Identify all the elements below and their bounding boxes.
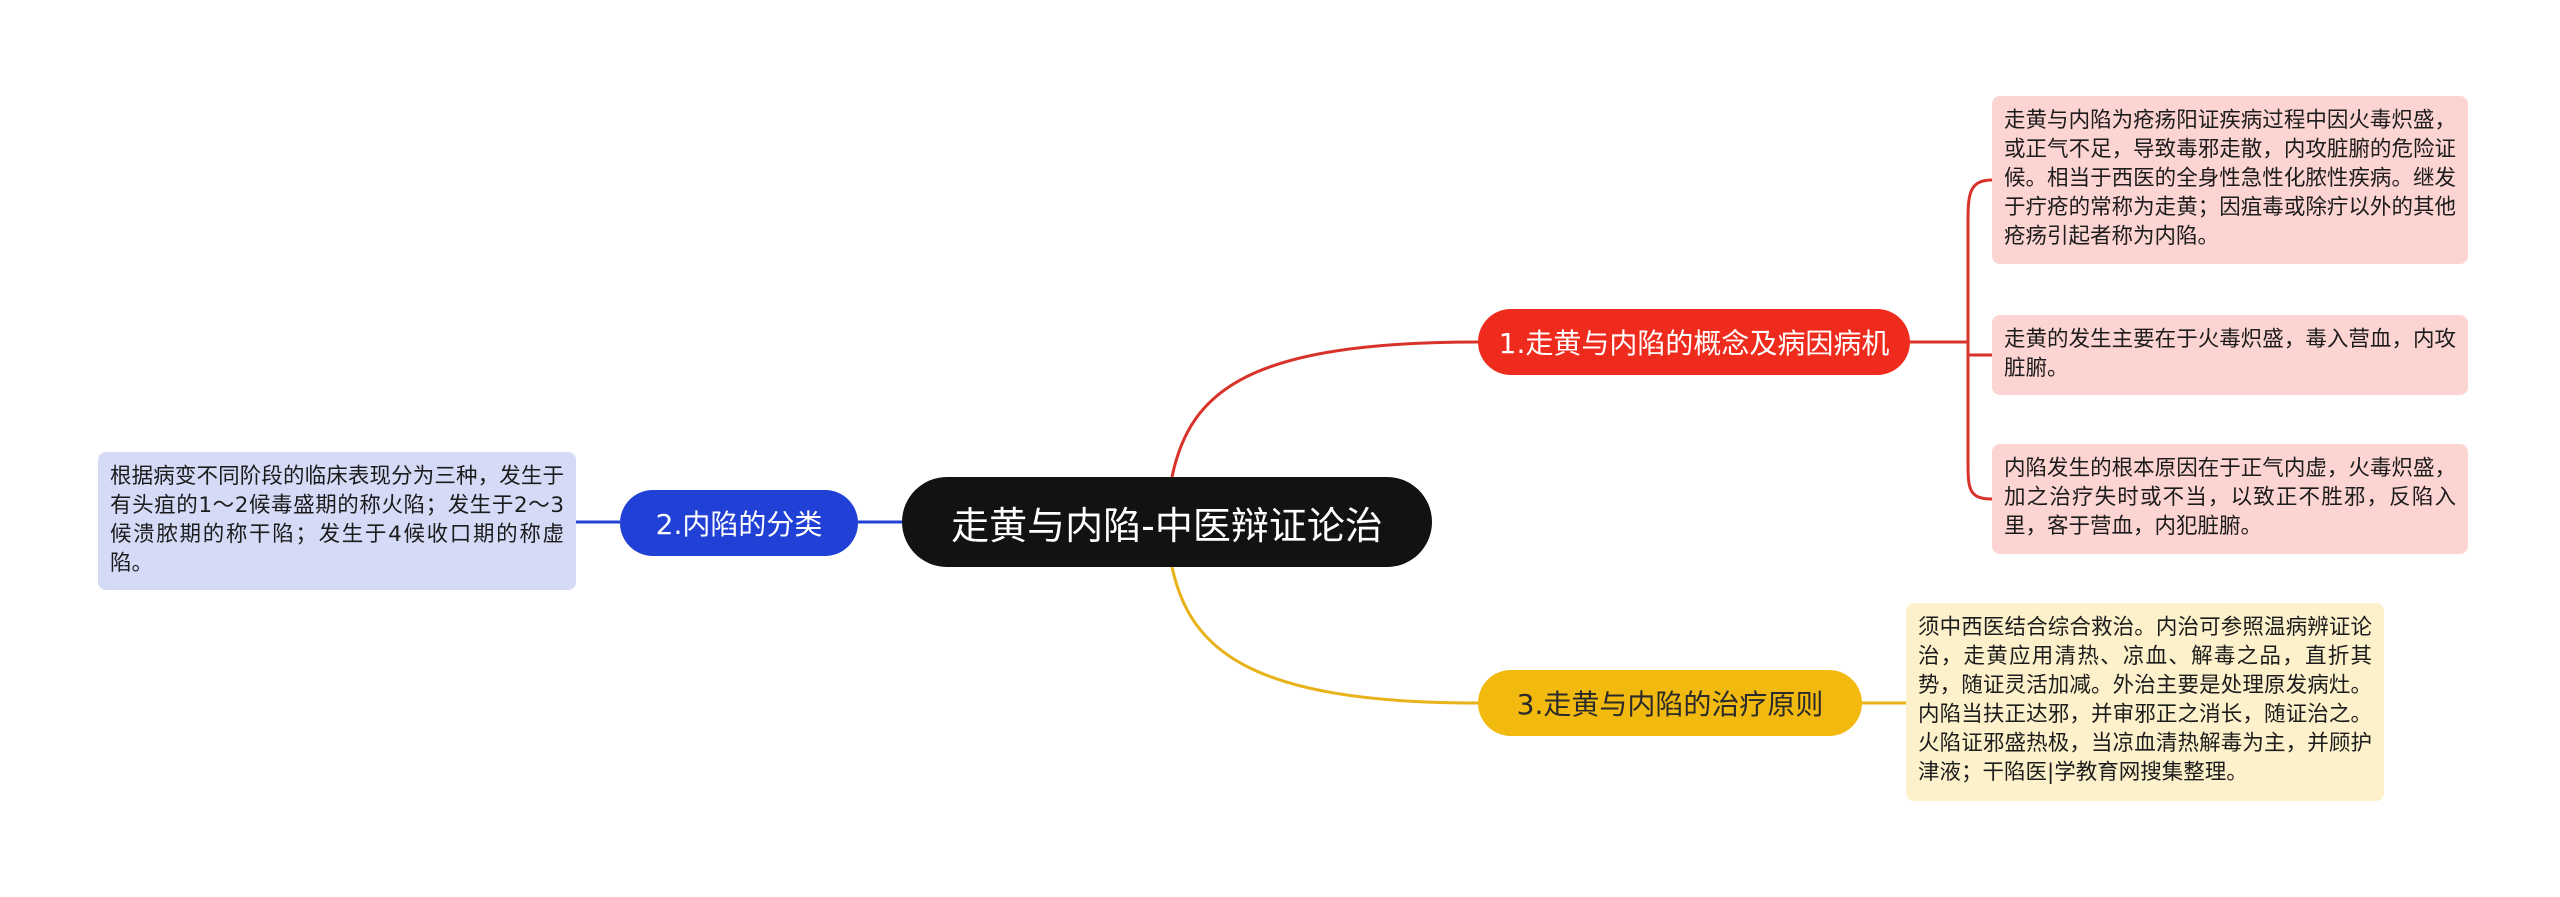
leaf-classification-detail[interactable]: 根据病变不同阶段的临床表现分为三种，发生于有头疽的1～2候毒盛期的称火陷；发生于… bbox=[98, 452, 576, 590]
connector-root-branch1 bbox=[1170, 340, 1479, 478]
connector-branch1-leaves bbox=[1910, 178, 1993, 501]
leaf-treatment-detail[interactable]: 须中西医结合综合救治。内治可参照温病辨证论治，走黄应用清热、凉血、解毒之品，直折… bbox=[1906, 603, 2384, 801]
leaf-definition[interactable]: 走黄与内陷为疮疡阳证疾病过程中因火毒炽盛，或正气不足，导致毒邪走散，内攻脏腑的危… bbox=[1992, 96, 2468, 264]
branch-classification[interactable]: 2.内陷的分类 bbox=[620, 490, 858, 556]
branch-treatment-principle[interactable]: 3.走黄与内陷的治疗原则 bbox=[1478, 670, 1862, 736]
branch-concept-pathogenesis[interactable]: 1.走黄与内陷的概念及病因病机 bbox=[1478, 309, 1910, 375]
leaf-neixian-cause[interactable]: 内陷发生的根本原因在于正气内虚，火毒炽盛，加之治疗失时或不当，以致正不胜邪，反陷… bbox=[1992, 444, 2468, 554]
root-topic[interactable]: 走黄与内陷-中医辩证论治 bbox=[902, 477, 1432, 567]
connector-root-branch3 bbox=[1170, 566, 1479, 705]
leaf-zouhuang-cause[interactable]: 走黄的发生主要在于火毒炽盛，毒入营血，内攻脏腑。 bbox=[1992, 315, 2468, 395]
